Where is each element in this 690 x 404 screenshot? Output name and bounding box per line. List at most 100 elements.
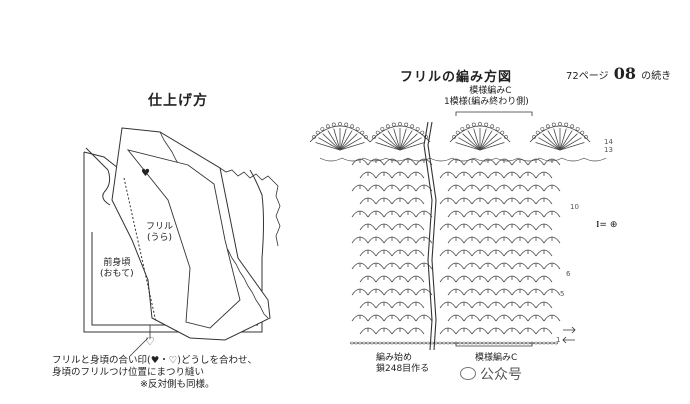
foundation-chain: [502, 341, 506, 345]
picot: [338, 122, 342, 126]
frill-side: (うら): [146, 233, 173, 243]
picot: [355, 127, 360, 131]
picot: [312, 135, 316, 139]
foundation-chain: [402, 341, 406, 345]
front-body-side: (おもて): [100, 269, 134, 279]
fan-stitch: [339, 130, 353, 151]
fan-stitch: [559, 133, 578, 151]
fan-stitch: [333, 128, 341, 151]
foundation-chain: [394, 341, 398, 345]
foundation-chain: [438, 341, 442, 345]
picot: [504, 135, 508, 139]
picot: [364, 135, 368, 139]
shell-base: [451, 157, 475, 162]
fan-stitch: [399, 130, 413, 151]
picot: [540, 127, 545, 131]
foundation-chain: [486, 341, 490, 345]
start-label-line-1: 編み始め: [376, 353, 413, 363]
row-label-6: 6: [566, 270, 571, 278]
heart-open-icon: ♡: [145, 335, 155, 348]
foundation-chain: [418, 341, 422, 345]
picot: [584, 135, 588, 139]
fan-stitch: [399, 133, 418, 151]
picot: [360, 130, 365, 135]
picot: [471, 122, 476, 127]
foundation-chain: [534, 341, 538, 345]
row-label-1: 1: [556, 336, 561, 344]
page-ref-number: 08: [613, 64, 636, 83]
picot: [532, 135, 536, 139]
frill-label: フリル (うら): [146, 222, 173, 244]
foundation-chain: [382, 341, 386, 345]
picot: [575, 127, 580, 131]
picot: [535, 130, 540, 135]
foundation-chain: [414, 341, 418, 345]
foundation-chain: [494, 341, 498, 345]
fan-stitch: [542, 133, 561, 151]
watermark-text: 公众号: [480, 367, 522, 383]
foundation-chain: [378, 341, 382, 345]
foundation-chain: [510, 341, 514, 345]
caption-line-3: ※反対側も同様。: [140, 379, 215, 390]
fan-stitch: [479, 130, 493, 151]
fan-stitch: [455, 142, 481, 151]
fan-stitch: [535, 142, 561, 151]
foundation-chain: [398, 341, 402, 345]
picot: [404, 122, 409, 127]
foundation-chain: [498, 341, 502, 345]
foundation-chain: [366, 341, 370, 345]
picot: [398, 122, 402, 126]
legend-text: =: [599, 220, 610, 230]
fan-stitch: [467, 130, 481, 151]
shell-base: [429, 157, 453, 162]
fan-stitch: [393, 128, 401, 151]
fan-stitch: [479, 142, 505, 151]
frill-inner-panel: [126, 149, 241, 329]
picot: [484, 122, 489, 127]
fan-stitch: [339, 137, 362, 151]
row-label-14: 14: [604, 138, 613, 146]
fan-stitch: [553, 128, 561, 151]
shell-base: [539, 157, 563, 162]
foundation-chain: [554, 341, 558, 345]
picot: [490, 124, 495, 129]
foundation-chain: [350, 341, 354, 345]
picot: [315, 130, 320, 135]
picot: [410, 124, 415, 129]
foundation-chain: [506, 341, 510, 345]
fan-stitch: [458, 137, 481, 151]
picot: [558, 122, 562, 126]
foundation-chain: [462, 341, 466, 345]
frill-zigzag-edge-2: [219, 167, 281, 247]
foundation-chain: [514, 341, 518, 345]
picot: [420, 130, 425, 135]
picot: [385, 124, 390, 129]
picot: [380, 127, 385, 131]
picot: [320, 127, 325, 131]
picot: [570, 124, 575, 129]
needle-icon: [85, 147, 111, 206]
fan-stitch: [538, 137, 561, 151]
start-label: 編み始め 鎖248目作る: [376, 353, 429, 375]
fan-stitch: [479, 137, 502, 151]
foundation-chain: [538, 341, 542, 345]
foundation-chain: [522, 341, 526, 345]
fan-stitch: [315, 142, 341, 151]
row-label-5: 5: [560, 290, 565, 298]
foundation-chain: [374, 341, 378, 345]
foundation-chain: [386, 341, 390, 345]
fan-stitch: [399, 128, 407, 151]
picot: [495, 127, 500, 131]
picot: [344, 122, 349, 127]
foundation-chain: [466, 341, 470, 345]
start-label-line-2: 鎖248目作る: [376, 364, 430, 374]
fan-stitch: [559, 130, 573, 151]
attachment-line: [123, 177, 157, 323]
foundation-chain: [526, 341, 530, 345]
front-body-label: 前身頃 (おもて): [100, 258, 134, 280]
picot: [478, 122, 482, 126]
picot: [325, 124, 330, 129]
watermark-icon: [460, 367, 476, 380]
shell-base: [517, 157, 541, 162]
heart-filled-icon: ♥: [141, 168, 150, 179]
